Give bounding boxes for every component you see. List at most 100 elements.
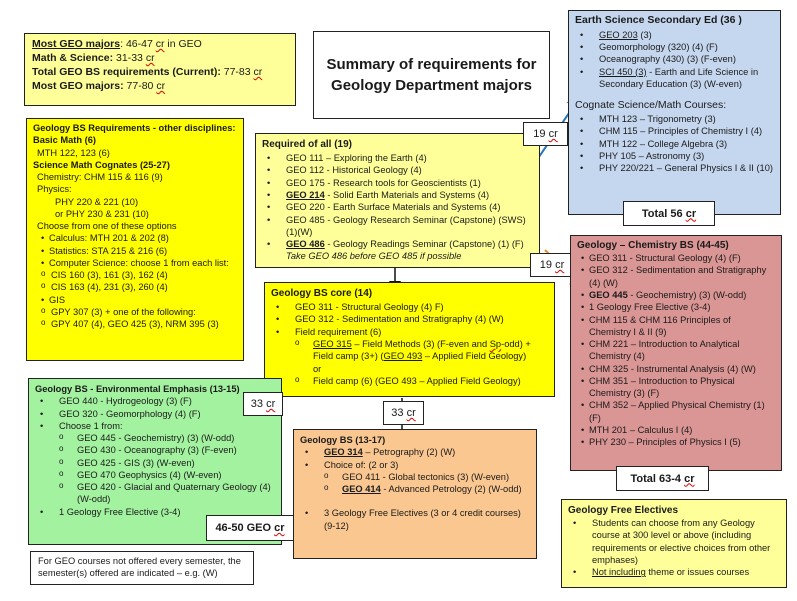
cognate-heading: Cognate Science/Math Courses:	[575, 99, 727, 112]
earth-science-total-label: Total 56 cr	[623, 201, 715, 226]
list-item: GEO 470 Geophysics (4) (W-even)	[35, 469, 275, 481]
list-item: Choose 1 from:	[35, 420, 275, 433]
list-item: Field requirement (6)	[271, 326, 548, 339]
list-item: PHY 230 – Principles of Physics I (5)	[577, 436, 775, 449]
list-item: GEO 440 - Hydrogeology (3) (F)	[35, 395, 275, 408]
list-item: GEO 485 - Geology Research Seminar (Caps…	[262, 214, 533, 239]
list-item: CHM 221 – Introduction to Analytical Che…	[577, 338, 775, 363]
list-item: GEO 220 - Earth Surface Materials and Sy…	[262, 201, 533, 214]
environmental-heading: Geology BS - Environmental Emphasis (13-…	[35, 384, 240, 394]
list-item: CIS 160 (3), 161 (3), 162 (4)	[37, 269, 237, 281]
geology-bs-credit-label: 33 cr	[383, 401, 424, 425]
list-item: GEO 414 - Advanced Petrology (2) (W-odd)	[300, 483, 530, 495]
geology-bs-heading: Geology BS (13-17)	[300, 435, 386, 445]
earth-science-heading: Earth Science Secondary Ed (36 )	[575, 14, 742, 26]
earth-science-credit-label: 19 cr	[523, 122, 568, 146]
list-item: CHM 115 – Principles of Chemistry I (4)	[575, 125, 774, 138]
chemistry-heading: Geology – Chemistry BS (44-45)	[577, 240, 729, 251]
list-item: GEO 420 - Glacial and Quaternary Geology…	[35, 481, 275, 506]
list-item: GEO 111 – Exploring the Earth (4)	[262, 152, 533, 165]
list-item: GEO 425 - GIS (3) (W-even)	[35, 457, 275, 469]
list-item: SCI 450 (3) - Earth and Life Science in …	[575, 66, 774, 91]
list-item: GEO 311 - Structural Geology (4) (F)	[577, 252, 775, 265]
environmental-list: GEO 440 - Hydrogeology (3) (F) GEO 320 -…	[35, 395, 275, 518]
list-item: CHM 325 - Instrumental Analysis (4) (W)	[577, 363, 775, 376]
list-item: GEO 430 - Oceanography (3) (F-even)	[35, 444, 275, 456]
list-item: GIS	[37, 294, 237, 307]
list-item: Statistics: STA 215 & 216 (6)	[37, 245, 237, 258]
choose-options: Choose from one of these options	[37, 221, 177, 232]
list-item: GPY 407 (4), GEO 425 (3), NRM 395 (3)	[37, 318, 237, 330]
list-item: Computer Science: choose 1 from each lis…	[37, 257, 237, 270]
list-item: MTH 201 – Calculus I (4)	[577, 424, 775, 437]
summary-line-1: Most GEO majors: 46-47 cr in GEO	[32, 38, 202, 50]
list-item: GEO 315 – Field Methods (3) (F-even and …	[271, 338, 548, 375]
physics-req: Physics:	[37, 184, 72, 195]
page-title: Summary of requirements for Geology Depa…	[326, 56, 537, 94]
list-item: GEO 175 - Research tools for Geoscientis…	[262, 177, 533, 190]
list-item: 1 Geology Free Elective (3-4)	[577, 301, 775, 314]
list-item: GEO 312 - Sedimentation and Stratigraphy…	[577, 264, 775, 289]
list-item: 1 Geology Free Elective (3-4)	[35, 506, 275, 519]
physics-opt-1: PHY 220 & 221 (10)	[55, 196, 139, 207]
earth-science-list: GEO 203 (3) Geomorphology (320) (4) (F) …	[575, 29, 774, 90]
list-item: Students can choose from any Geology cou…	[568, 517, 780, 566]
required-all-note: Take GEO 486 before GEO 485 if possible	[286, 251, 462, 262]
list-item: PHY 105 – Astronomy (3)	[575, 150, 774, 163]
other-disciplines-heading: Geology BS Requirements - other discipli…	[33, 123, 236, 133]
list-item: GEO 445 - Geochemistry) (3) (W-odd)	[577, 289, 775, 302]
core-list: GEO 311 - Structural Geology (4) F) GEO …	[271, 301, 548, 387]
list-item: GEO 312 - Sedimentation and Stratigraphy…	[271, 313, 548, 326]
list-item: Oceanography (430) (3) (F-even)	[575, 53, 774, 66]
list-item: MTH 123 – Trigonometry (3)	[575, 113, 774, 126]
earth-science-box: Earth Science Secondary Ed (36 ) GEO 203…	[568, 10, 781, 215]
list-item: CHM 352 – Applied Physical Chemistry (1)…	[577, 399, 775, 424]
list-item: MTH 122 – College Algebra (3)	[575, 138, 774, 151]
summary-line-2: Math & Science: 31-33 cr	[32, 51, 155, 64]
geo-credit-label: 46-50 GEO cr	[206, 515, 294, 541]
list-item: PHY 220/221 – General Physics I & II (10…	[575, 162, 774, 175]
list-item: GEO 445 - Geochemistry) (3) (W-odd)	[35, 432, 275, 444]
chemistry-total-label: Total 63-4 cr	[616, 466, 709, 491]
list-item: GEO 486 - Geology Readings Seminar (Caps…	[262, 238, 533, 251]
list-item: Calculus: MTH 201 & 202 (8)	[37, 232, 237, 245]
chemistry-box: Geology – Chemistry BS (44-45) GEO 311 -…	[570, 235, 782, 471]
summary-line-4: Most GEO majors: 77-80 cr	[32, 79, 166, 92]
other-disciplines-box: Geology BS Requirements - other discipli…	[26, 118, 244, 361]
basic-math-courses: MTH 122, 123 (6)	[37, 147, 110, 158]
cognate-list: MTH 123 – Trigonometry (3) CHM 115 – Pri…	[575, 113, 774, 175]
chemistry-req: Chemistry: CHM 115 & 116 (9)	[37, 172, 163, 183]
list-item: GEO 112 - Historical Geology (4)	[262, 164, 533, 177]
list-item: GEO 214 - Solid Earth Materials and Syst…	[262, 189, 533, 202]
options-list: Calculus: MTH 201 & 202 (8) Statistics: …	[33, 232, 237, 330]
footnote-text: For GEO courses not offered every semest…	[38, 556, 241, 579]
chemistry-list: GEO 311 - Structural Geology (4) (F) GEO…	[577, 252, 775, 449]
list-item: GEO 314 – Petrography (2) (W)	[300, 446, 530, 459]
list-item: GEO 320 - Geomorphology (4) (F)	[35, 408, 275, 421]
environmental-credit-label: 33 cr	[243, 392, 283, 416]
list-item: GEO 411 - Global tectonics (3) (W-even)	[300, 471, 530, 483]
list-item: Geomorphology (320) (4) (F)	[575, 41, 774, 54]
geology-bs-box: Geology BS (13-17) GEO 314 – Petrography…	[293, 429, 537, 559]
list-item: Not including theme or issues courses	[568, 566, 780, 579]
free-electives-list: Students can choose from any Geology cou…	[568, 517, 780, 579]
basic-math-heading: Basic Math (6)	[33, 135, 97, 146]
free-electives-box: Geology Free Electives Students can choo…	[561, 499, 787, 588]
core-box: Geology BS core (14) GEO 311 - Structura…	[264, 282, 555, 397]
required-all-list: GEO 111 – Exploring the Earth (4) GEO 11…	[262, 152, 533, 250]
summary-box: Most GEO majors: 46-47 cr in GEO Math & …	[24, 33, 296, 106]
cognates-heading: Science Math Cognates (25-27)	[33, 159, 170, 170]
required-all-box: Required of all (19) GEO 111 – Exploring…	[255, 133, 540, 268]
list-item: GEO 203 (3)	[575, 29, 774, 42]
list-item: Choice of: (2 or 3)	[300, 459, 530, 472]
environmental-box: Geology BS - Environmental Emphasis (13-…	[28, 378, 282, 545]
geology-bs-list: GEO 314 – Petrography (2) (W) Choice of:…	[300, 446, 530, 532]
footnote-box: For GEO courses not offered every semest…	[30, 551, 254, 585]
chemistry-credit-label: 19 cr	[530, 253, 574, 277]
list-item: 3 Geology Free Electives (3 or 4 credit …	[300, 507, 530, 532]
list-item: CHM 351 – Introduction to Physical Chemi…	[577, 375, 775, 400]
list-item: GEO 311 - Structural Geology (4) F)	[271, 301, 548, 314]
physics-opt-2: or PHY 230 & 231 (10)	[55, 208, 149, 219]
list-item: CIS 163 (4), 231 (3), 260 (4)	[37, 281, 237, 293]
list-item: Field camp (6) (GEO 493 – Applied Field …	[271, 375, 548, 387]
